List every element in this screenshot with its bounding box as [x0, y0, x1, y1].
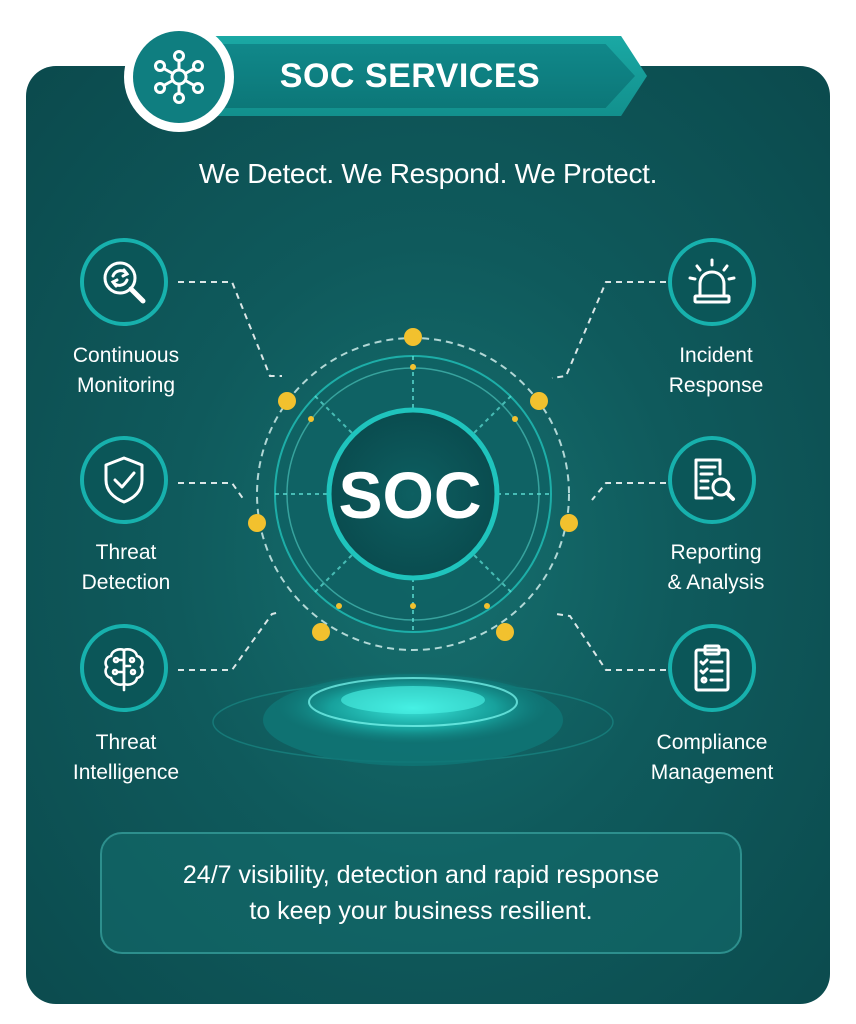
footer-line-1: 24/7 visibility, detection and rapid res… — [182, 861, 660, 889]
report-magnifier-icon — [694, 458, 735, 501]
page-title: SOC SERVICES — [279, 57, 541, 95]
label-threat-detection: Threat Detection — [81, 541, 171, 594]
label-compliance-management: Compliance Management — [650, 731, 774, 784]
label-threat-intelligence: Threat Intelligence — [72, 731, 180, 784]
title-banner-inner — [215, 44, 635, 108]
tagline: We Detect. We Respond. We Protect. — [198, 158, 658, 189]
label-continuous-monitoring: Continuous Monitoring — [72, 344, 180, 397]
soc-center-label: SOC — [338, 458, 482, 532]
service-threat-intelligence — [80, 624, 168, 712]
brain-circuit-icon — [104, 648, 144, 692]
network-hub-icon — [154, 50, 204, 104]
clipboard-checklist-icon — [694, 644, 730, 692]
service-incident-response — [668, 238, 756, 326]
label-incident-response: Incident Response — [668, 344, 764, 397]
glow-platform — [212, 672, 614, 766]
service-reporting-analysis — [668, 436, 756, 524]
service-compliance-management — [668, 624, 756, 712]
right-connectors — [551, 281, 666, 671]
footer-callout: 24/7 visibility, detection and rapid res… — [100, 832, 742, 954]
service-continuous-monitoring — [80, 238, 168, 326]
footer-line-2: to keep your business resilient. — [249, 897, 593, 925]
label-reporting-analysis: Reporting & Analysis — [667, 541, 765, 594]
soc-rings — [256, 337, 570, 651]
magnifier-refresh-icon — [103, 261, 146, 304]
service-threat-detection — [80, 436, 168, 524]
yellow-nodes — [248, 328, 578, 641]
left-connectors — [178, 281, 282, 671]
shield-check-icon — [104, 456, 144, 504]
logo-badge — [124, 22, 234, 132]
alarm-siren-icon — [688, 258, 736, 304]
